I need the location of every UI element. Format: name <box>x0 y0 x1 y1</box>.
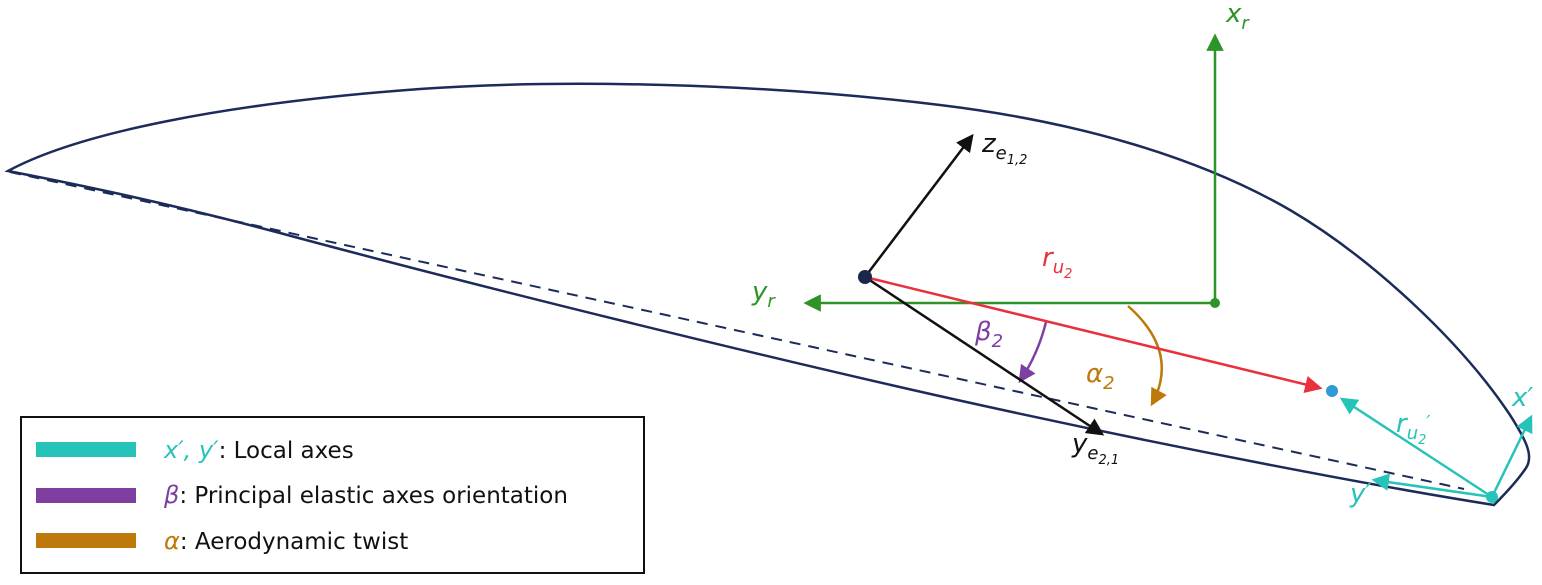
legend-symbol-local-axes: x′, y′ <box>164 435 219 464</box>
ye21-axis-arrow <box>864 275 1105 436</box>
x-prime-label: x′ <box>1511 383 1533 413</box>
ru2-label: ru2 <box>1042 243 1072 282</box>
chord-dashed-line <box>9 171 1465 490</box>
deformed-point-dot <box>1326 385 1338 397</box>
legend-swatch-alpha <box>36 533 136 548</box>
y-prime-label: y′ <box>1349 479 1371 509</box>
legend-label-alpha: α: Aerodynamic twist <box>164 527 408 555</box>
ze12-axis-arrow <box>864 133 974 278</box>
ru2-prime-vector-arrow <box>1339 397 1493 499</box>
alpha2-label: α2 <box>1086 359 1115 394</box>
legend-label-local-axes: x′, y′: Local axes <box>164 436 354 464</box>
beta2-label: β2 <box>974 317 1003 352</box>
legend-item-alpha: α: Aerodynamic twist <box>36 527 643 555</box>
ye21-label: ye2,1 <box>1071 429 1119 468</box>
legend-symbol-beta: β <box>164 481 180 509</box>
local-origin-dot <box>1486 491 1498 503</box>
legend-swatch-local-axes <box>36 442 136 457</box>
x-prime-axis-arrow <box>1490 414 1533 498</box>
legend: x′, y′: Local axes β: Principal elastic … <box>20 416 645 574</box>
xr-label: xr <box>1225 0 1250 34</box>
beta2-angle-arc <box>1018 321 1048 384</box>
airfoil-outline <box>4 82 1531 507</box>
ru2-vector-arrow <box>864 275 1323 393</box>
legend-swatch-beta <box>36 487 136 503</box>
ru2-prime-label: ru2′ <box>1396 409 1431 448</box>
legend-text-local-axes: : Local axes <box>218 437 354 464</box>
reference-origin-dot <box>1210 298 1220 308</box>
alpha2-angle-arc <box>1127 305 1167 407</box>
legend-label-beta: β: Principal elastic axes orientation <box>164 481 568 509</box>
legend-text-alpha: : Aerodynamic twist <box>179 528 409 555</box>
legend-item-local-axes: x′, y′: Local axes <box>36 436 643 464</box>
legend-text-beta: : Principal elastic axes orientation <box>179 483 568 509</box>
y-prime-axis-arrow <box>1371 473 1493 499</box>
ze12-label: ze1,2 <box>981 129 1027 168</box>
legend-symbol-alpha: α <box>164 526 180 555</box>
yr-label: yr <box>751 277 776 312</box>
legend-item-beta: β: Principal elastic axes orientation <box>36 481 643 509</box>
elastic-origin-dot <box>858 270 872 284</box>
